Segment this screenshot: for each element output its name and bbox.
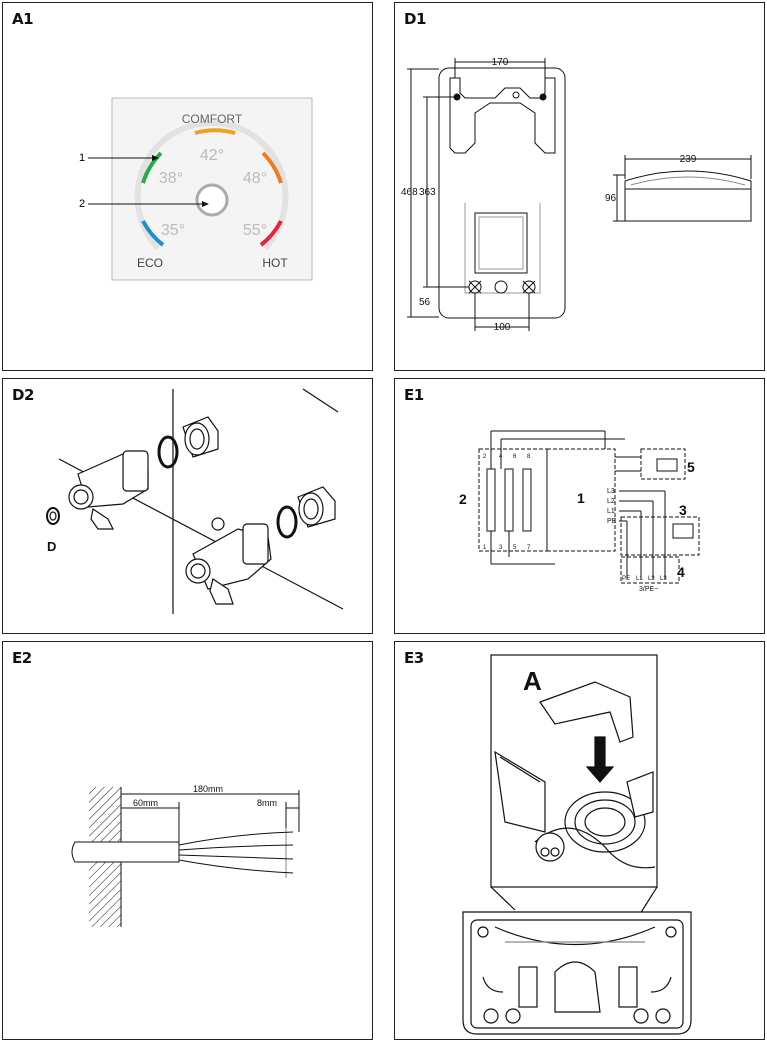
- callout-1-arrow: [152, 155, 159, 161]
- dimension-drawing: 170 468 363 56 100 239 96: [401, 57, 752, 333]
- number-2: 2: [459, 491, 467, 507]
- dim-60: 60mm: [133, 798, 158, 808]
- terminal-6: 6: [513, 454, 517, 460]
- block-5: [640, 448, 686, 480]
- panel-d2: D2 D: [2, 378, 373, 634]
- panel-e1: E1 2 4 6 8 1 3 5 7 2 1 5 L3 L2 L1 PE: [394, 378, 765, 634]
- panel-title: E1: [404, 386, 424, 404]
- temp-42: 42°: [200, 147, 224, 164]
- eco-arc-segment: [141, 220, 165, 247]
- green-arc-segment: [141, 151, 163, 184]
- number-1: 1: [577, 490, 585, 506]
- center-hole: [494, 280, 508, 294]
- comfort-label: COMFORT: [182, 112, 243, 126]
- panel-title: E3: [404, 649, 424, 667]
- label-a: A: [523, 666, 542, 696]
- lower-nut: [242, 523, 269, 565]
- panel-title: E2: [12, 649, 32, 667]
- housing-front: [438, 67, 566, 319]
- heater-block-2: [478, 448, 548, 552]
- upper-nut: [122, 450, 149, 492]
- lower-hose: [554, 961, 601, 1013]
- valve-assembly-drawing: D: [46, 388, 344, 614]
- dim-56: 56: [419, 297, 431, 308]
- callout-1: 1: [79, 152, 85, 164]
- panel-title: D1: [404, 10, 426, 28]
- panel-d1: D1 170 468 363 56 100: [394, 2, 765, 371]
- filter-d: [46, 507, 60, 525]
- label-l3: L3: [607, 488, 615, 495]
- callout-2: 2: [79, 198, 85, 210]
- terminal-7: 7: [527, 545, 531, 551]
- terminal-5: 5: [513, 545, 517, 551]
- down-arrow: [585, 736, 615, 783]
- control-panel-figure: COMFORT 42° 38° 48° 35° 55° ECO HOT 1 2: [79, 97, 313, 281]
- tb-l3: L3: [660, 576, 667, 582]
- block-3: [620, 516, 700, 556]
- temp-55: 55°: [243, 222, 267, 239]
- mounting-plate: [449, 77, 556, 154]
- dim-239: 239: [680, 154, 697, 165]
- orange-arc-segment: [261, 151, 283, 184]
- label-pe: PE: [607, 518, 617, 525]
- hose-coupling: [564, 791, 646, 853]
- panel-title: D2: [12, 386, 34, 404]
- temp-38: 38°: [159, 170, 183, 187]
- callout-2-arrow: [202, 201, 209, 207]
- terminal-8: 8: [527, 454, 531, 460]
- lower-o-ring: [276, 505, 298, 539]
- label-l2: L2: [607, 498, 615, 505]
- label-l1: L1: [607, 508, 615, 515]
- dim-96: 96: [605, 193, 617, 204]
- dim-468: 468: [401, 187, 418, 198]
- dim-8: 8mm: [257, 798, 277, 808]
- cable-sheath: [71, 841, 180, 863]
- wire-2: [178, 844, 294, 851]
- tb-pe: PE: [622, 576, 630, 582]
- housing-top-view: [624, 170, 752, 222]
- temp-35: 35°: [161, 222, 185, 239]
- tb-l2: L2: [648, 576, 655, 582]
- panel-a1: A1 COMFORT 42° 38° 48° 35° 55° ECO HOT 1…: [2, 2, 373, 371]
- installation-illustration: A: [462, 654, 692, 1035]
- comfort-arc-segment: [194, 128, 236, 135]
- dim-363: 363: [419, 187, 436, 198]
- tb-l1: L1: [636, 576, 643, 582]
- wire-4: [178, 859, 294, 874]
- hot-arc-segment: [259, 220, 283, 247]
- center-knob[interactable]: [195, 183, 229, 217]
- panel-e2: E2 180mm 60mm 8mm: [2, 641, 373, 1040]
- dim-170: 170: [492, 57, 509, 68]
- inner-window: [474, 212, 528, 274]
- wire-1: [178, 831, 294, 846]
- dim-100: 100: [494, 322, 511, 333]
- dim-total: 180mm: [193, 784, 223, 794]
- number-3: 3: [679, 502, 687, 518]
- dial-ring: [134, 119, 289, 251]
- panel-title: A1: [12, 10, 34, 28]
- hot-label: HOT: [262, 256, 288, 270]
- unit-block-1: [546, 448, 616, 552]
- label-d: D: [47, 539, 56, 554]
- cable-strip-diagram: 180mm 60mm 8mm: [71, 784, 300, 927]
- temp-48: 48°: [243, 170, 267, 187]
- number-4: 4: [677, 564, 685, 580]
- wiring-diagram: 2 4 6 8 1 3 5 7 2 1 5 L3 L2 L1 PE 3: [459, 430, 700, 593]
- terminal-3: 3: [499, 545, 503, 551]
- number-5: 5: [687, 459, 695, 475]
- panel-e3: E3 A: [394, 641, 765, 1040]
- upper-o-ring: [157, 435, 179, 469]
- eco-label: ECO: [137, 256, 163, 270]
- terminal-4: 4: [499, 454, 503, 460]
- terminal-1: 1: [483, 545, 487, 551]
- supply-label: 3/PE~: [639, 586, 658, 593]
- terminal-2: 2: [483, 454, 487, 460]
- wire-3: [178, 854, 294, 860]
